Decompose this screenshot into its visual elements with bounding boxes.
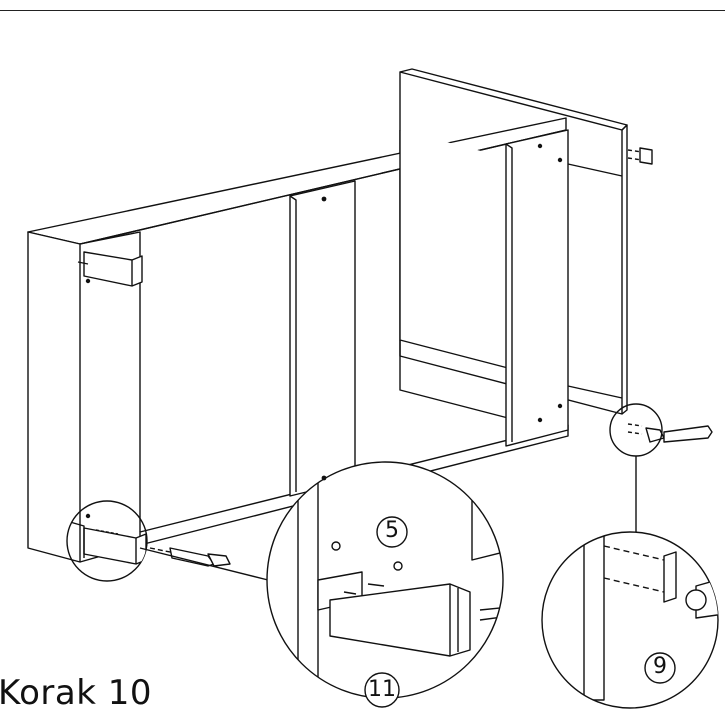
callout-circle-9 — [644, 652, 676, 684]
upper-right-fittings — [627, 147, 653, 165]
header-rule — [0, 10, 725, 11]
leg-part-number: 11 — [368, 677, 396, 702]
upper-leg-bracket — [77, 251, 143, 287]
step-label: Korak 10 — [0, 673, 152, 713]
middle-brace — [289, 180, 356, 497]
right-brace — [505, 129, 623, 447]
screw-part-number: 5 — [385, 518, 399, 543]
lower-left-screwdriver — [149, 547, 231, 567]
lower-right-fittings — [627, 423, 713, 443]
cap-part-number: 9 — [653, 654, 667, 679]
callout-circle-11 — [364, 672, 400, 708]
callout-circle-5 — [376, 516, 408, 548]
